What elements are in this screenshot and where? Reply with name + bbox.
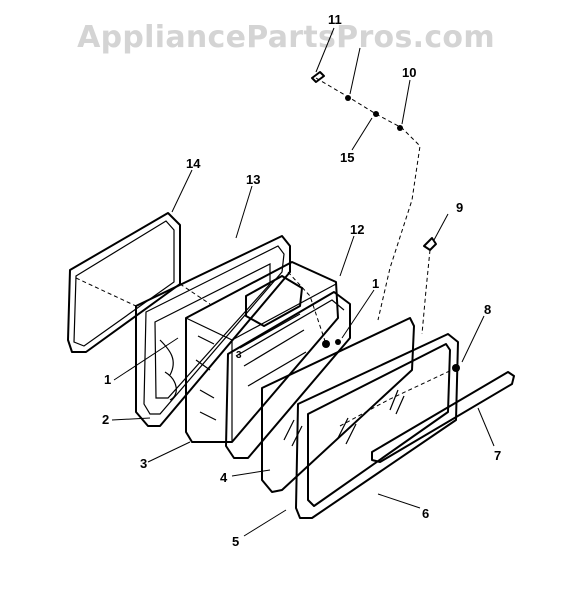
callout-14: 14: [186, 156, 201, 171]
callout-9: 9: [456, 200, 463, 215]
assembly-dashed-lines: [75, 77, 457, 427]
callout-3: 3: [140, 456, 147, 471]
callout-6: 6: [422, 506, 429, 521]
part-13-door-liner: [135, 235, 291, 427]
part-7-door-handle: [371, 371, 515, 463]
callout-2: 2: [102, 412, 109, 427]
callout-13: 13: [246, 172, 260, 187]
part-3-insulation: [185, 261, 339, 443]
part-14-inner-door-panel: [67, 212, 181, 353]
callout-5: 5: [232, 534, 239, 549]
callout-8: 8: [484, 302, 491, 317]
callout-4: 4: [220, 470, 228, 485]
hardware-screws-washers: [311, 71, 460, 372]
callout-7: 7: [494, 448, 501, 463]
part-12-door-inner-panel: [225, 291, 351, 459]
callout-15: 15: [340, 150, 354, 165]
callout-1-left: 1: [104, 372, 111, 387]
callout-1-right: 1: [372, 276, 379, 291]
callout-12: 12: [350, 222, 364, 237]
part-6-outer-door-frame: [295, 333, 459, 519]
watermark-logo-text: AppliancePartsPros.com: [77, 20, 495, 55]
callout-unlabeled-10: 10: [402, 65, 416, 80]
callout-3-on-part: 3: [236, 350, 242, 361]
callout-leader-lines: [111, 27, 495, 537]
callout-11: 11: [328, 12, 342, 27]
